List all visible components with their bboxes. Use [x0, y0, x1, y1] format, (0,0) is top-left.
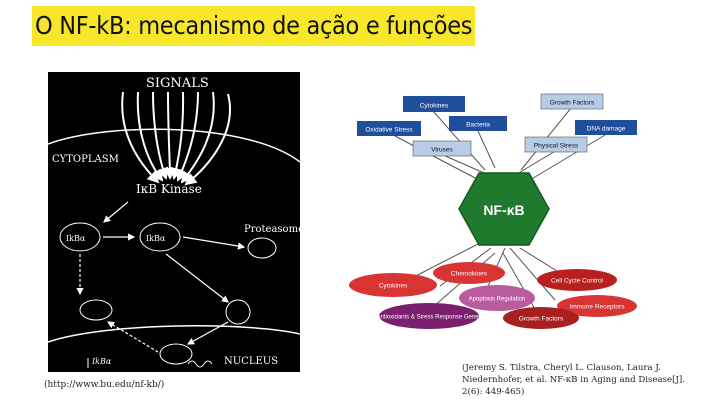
input-label-growth-factors: Growth Factors	[550, 100, 595, 107]
pathway-diagram: SIGNALS CYTOPLASM IκB Kinase IkBα IkBα P…	[48, 76, 300, 368]
input-box-cytokines	[403, 96, 465, 112]
proteasome-label: Proteasome	[244, 224, 300, 235]
output-label-cytokines: Cytokines	[379, 283, 408, 290]
nuclear-membrane	[48, 325, 300, 343]
input-label-dna-damage: DNA damage	[587, 126, 626, 133]
ikb-kinase-label: IκB Kinase	[136, 182, 202, 196]
ikba-label-1: IkBα	[66, 234, 86, 243]
signal-arrows	[121, 91, 231, 186]
nfkb-diagram: Cytokines Growth Factors Oxidative Stres…	[349, 93, 637, 329]
ikba-label-2: IkBα	[146, 234, 166, 243]
input-label-viruses: Viruses	[431, 147, 453, 154]
output-cell-cycle-control	[537, 269, 617, 291]
output-label-chemokines: Chemokines	[451, 271, 488, 278]
output-label-antioxidants: Antioxidants & Stress Response Genes	[376, 315, 481, 321]
output-growth-factors	[503, 307, 579, 329]
output-label-cell-cycle-control: Cell Cycle Control	[551, 278, 604, 285]
output-immune-receptors	[557, 295, 637, 317]
output-cytokines	[349, 273, 437, 297]
output-apoptosis-regulation	[459, 285, 535, 311]
nucleus-label: NUCLEUS	[224, 356, 278, 367]
input-label-bacteria: Bacteria	[466, 122, 490, 129]
input-box-growth-factors	[540, 93, 604, 110]
signals-label: SIGNALS	[146, 76, 209, 91]
input-box-viruses	[412, 140, 472, 157]
nfkb-center-label: NF-κB	[483, 202, 524, 218]
output-chemokines	[433, 262, 505, 284]
input-label-cytokines: Cytokines	[420, 103, 449, 110]
input-box-bacteria	[449, 116, 507, 131]
nfkb-complexes	[59, 222, 277, 365]
right-caption: (Jeremy S. Tilstra, Cheryl L. Clauson, L…	[462, 363, 685, 397]
output-antioxidants	[379, 303, 479, 329]
left-caption: (http://www.bu.edu/nf-kb/)	[44, 380, 165, 390]
output-label-apoptosis-regulation: Apoptosis Regulation	[469, 297, 526, 303]
cytoplasm-label: CYTOPLASM	[52, 154, 119, 165]
slide-title: O NF-kB: mecanismo de ação e funções	[35, 11, 473, 40]
title-highlight: O NF-kB: mecanismo de ação e funções	[32, 6, 476, 46]
pathway-arrows	[76, 201, 246, 353]
nfkb-functions-figure: Cytokines Growth Factors Oxidative Stres…	[345, 88, 640, 333]
cell-membrane	[48, 128, 300, 163]
ikba-gene-label: IkBα	[91, 357, 112, 366]
input-label-oxidative-stress: Oxidative Stress	[365, 127, 413, 134]
input-box-oxidative-stress	[357, 121, 421, 136]
input-box-dna-damage	[575, 120, 637, 135]
output-label-growth-factors: Growth Factors	[519, 316, 564, 323]
input-box-physical-stress	[524, 136, 588, 153]
pathway-figure: SIGNALS CYTOPLASM IκB Kinase IkBα IkBα P…	[48, 72, 300, 372]
output-label-immune-receptors: Immune Receptors	[570, 304, 626, 311]
nfkb-hexagon	[458, 172, 550, 246]
input-label-physical-stress: Physical Stress	[534, 143, 579, 150]
dna-strand	[187, 360, 213, 368]
